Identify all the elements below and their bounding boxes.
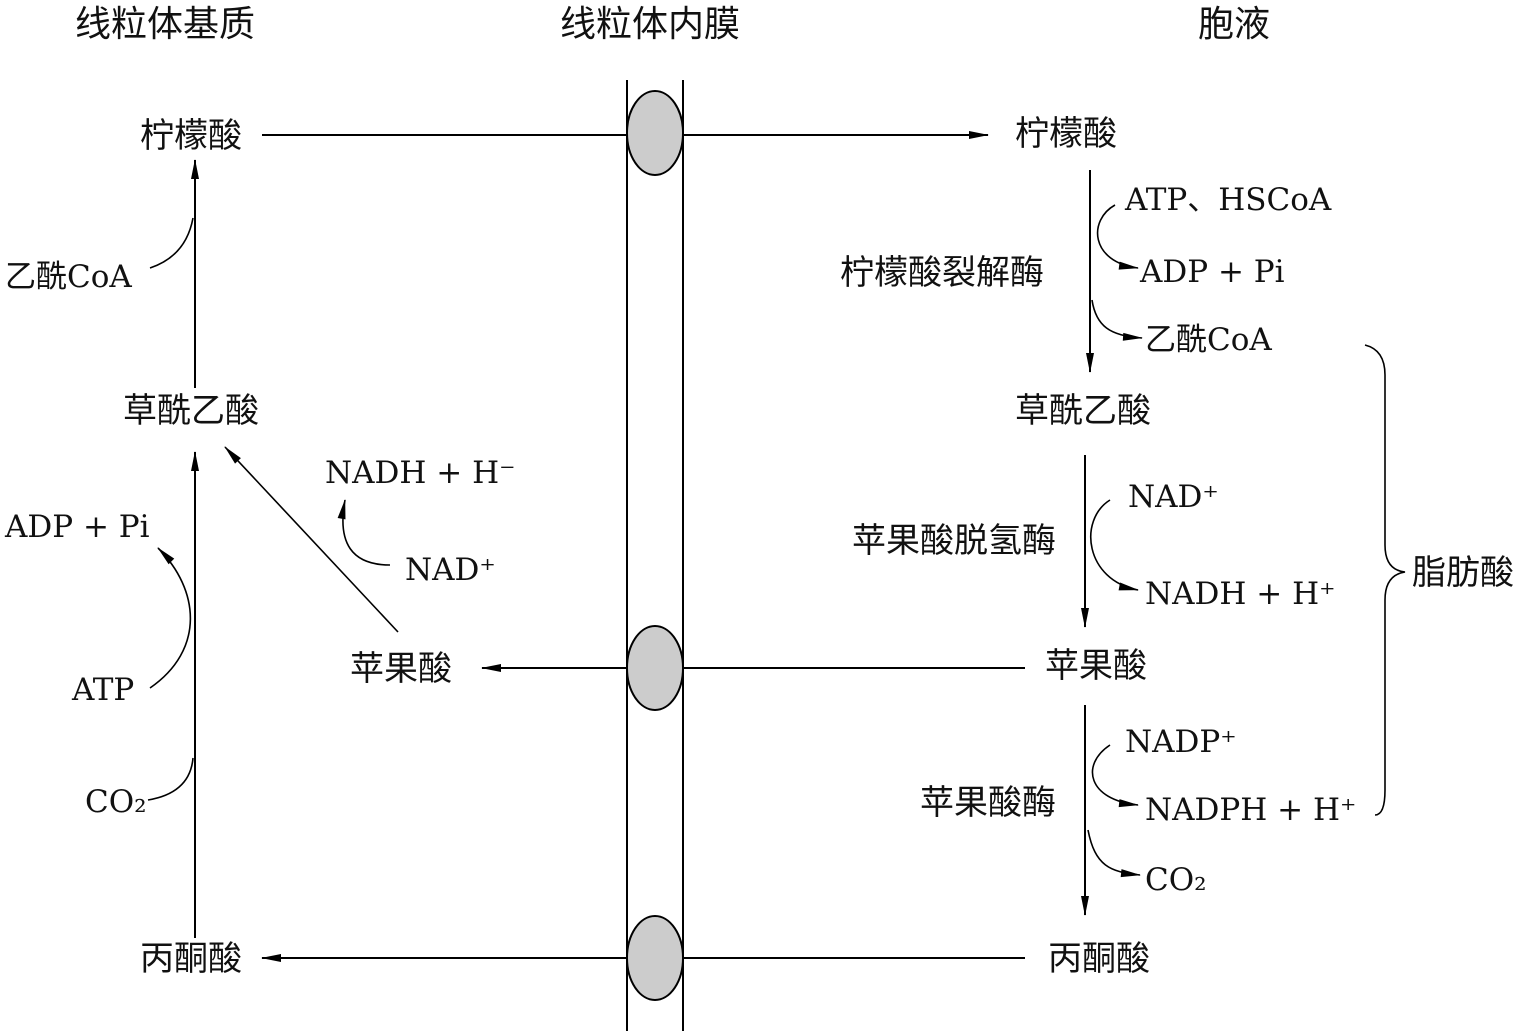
cytosol-adp-pi-label: ADP + Pi <box>1139 254 1285 290</box>
cytosol-oxaloacetate-label: 草酰乙酸 <box>1015 391 1151 431</box>
cytosol-citrate-label: 柠檬酸 <box>1015 114 1117 154</box>
cytosol-pyruvate-label: 丙酮酸 <box>1048 939 1150 979</box>
header-cytosol: 胞液 <box>1198 4 1270 45</box>
nad-to-nadh-curve-arrow-cytosol <box>1089 499 1139 591</box>
fatty-acid-label: 脂肪酸 <box>1412 553 1514 593</box>
matrix-nad-label: NAD⁺ <box>405 552 496 588</box>
matrix-malate-label: 苹果酸 <box>350 649 452 689</box>
cytosol-atp-hscoa-label: ATP、HSCoA <box>1124 182 1332 218</box>
cytosol-nadp-label: NADP⁺ <box>1125 724 1237 760</box>
malic-enzyme-label: 苹果酸酶 <box>920 783 1056 823</box>
cytosol-nadh-h-label: NADH + H⁺ <box>1145 576 1335 612</box>
cytosol-nad-label: NAD⁺ <box>1128 479 1219 515</box>
co2-output-curve-arrow <box>1087 829 1141 878</box>
pyruvate-transporter <box>626 915 684 1001</box>
matrix-nadh-h-label: NADH + H⁻ <box>325 455 515 491</box>
matrix-acetyl-coa-label: 乙酰CoA <box>5 259 132 295</box>
header-membrane: 线粒体内膜 <box>560 4 740 45</box>
matrix-oxaloacetate-label: 草酰乙酸 <box>123 391 259 431</box>
acetyl-coa-output-curve-arrow <box>1091 299 1143 341</box>
matrix-atp-label: ATP <box>71 672 134 708</box>
cytosol-co2-label: CO₂ <box>1145 862 1207 898</box>
citrate-lyase-label: 柠檬酸裂解酶 <box>840 253 1044 293</box>
header-matrix: 线粒体基质 <box>75 4 255 45</box>
cytosol-acetyl-coa-label: 乙酰CoA <box>1145 322 1272 358</box>
citrate-transporter <box>626 90 684 176</box>
malate-to-oxaloacetate-arrow <box>224 446 399 633</box>
matrix-citrate-label: 柠檬酸 <box>140 116 242 156</box>
matrix-pyruvate-label: 丙酮酸 <box>140 939 242 979</box>
nadp-to-nadph-curve-arrow <box>1091 744 1139 808</box>
nad-to-nadh-curve-arrow <box>337 499 391 566</box>
co2-input-curve <box>147 757 194 801</box>
malate-dehydrogenase-label: 苹果酸脱氢酶 <box>852 521 1056 561</box>
acetyl-coa-input-curve <box>149 217 194 269</box>
cytosol-nadph-h-label: NADPH + H⁺ <box>1145 792 1356 828</box>
atp-to-adp-curve-arrow-cytosol <box>1096 204 1139 270</box>
matrix-adp-pi-label: ADP + Pi <box>4 509 150 545</box>
atp-to-adp-curve-arrow <box>149 547 192 689</box>
cytosol-malate-label: 苹果酸 <box>1045 646 1147 686</box>
fatty-acid-brace <box>1364 344 1406 816</box>
matrix-co2-label: CO₂ <box>85 784 147 820</box>
malate-transporter <box>626 625 684 711</box>
